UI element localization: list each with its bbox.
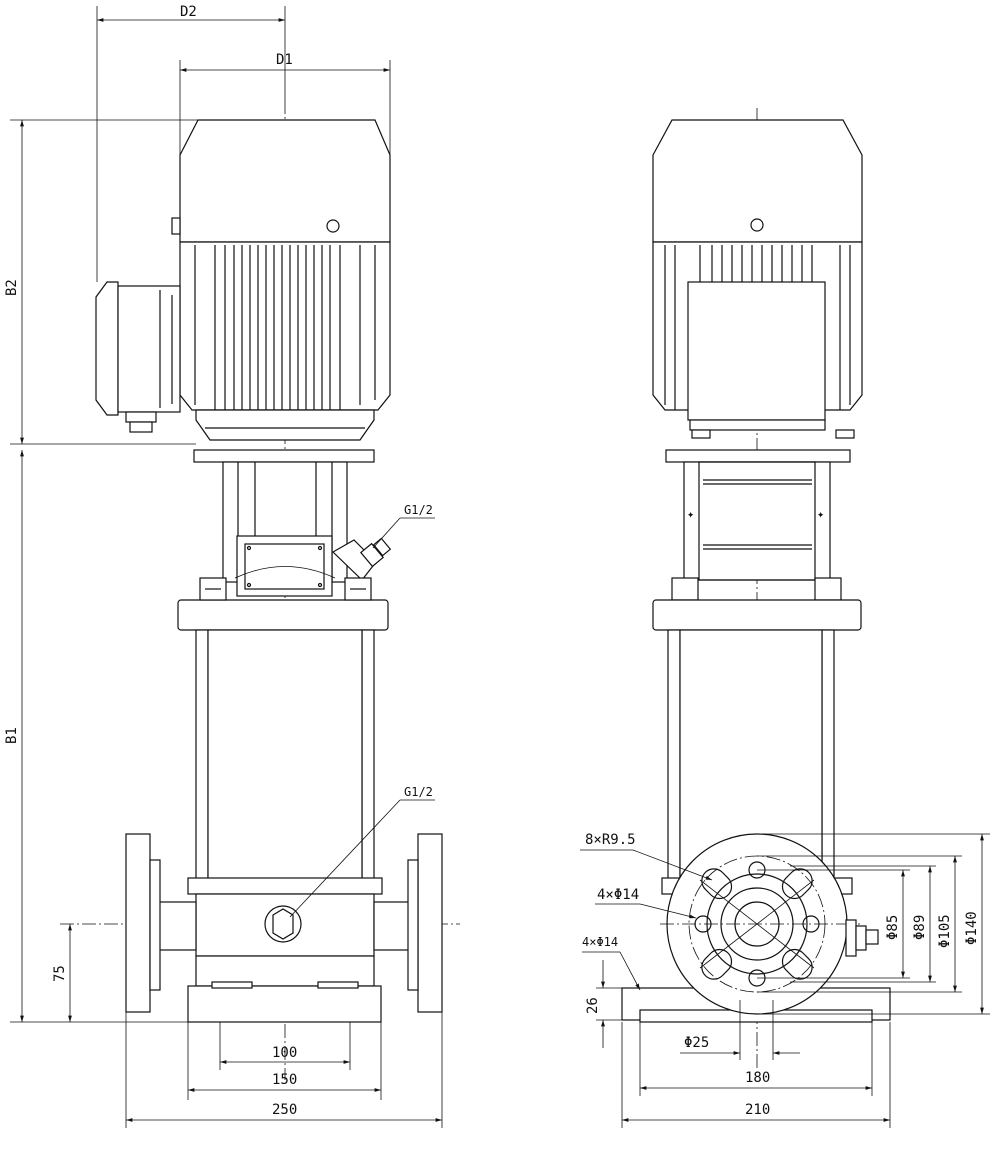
terminal-box xyxy=(95,281,119,416)
top-flange xyxy=(177,599,389,631)
label-g-bottom: G1/2 xyxy=(404,785,433,799)
svg-text:✦: ✦ xyxy=(817,507,824,521)
label-r-slots: 8×R9.5 xyxy=(585,832,636,848)
motor-stool-flange xyxy=(193,449,375,463)
dim-250: 250 xyxy=(272,1102,297,1118)
dim-b1: B1 xyxy=(4,727,20,744)
dim-75: 75 xyxy=(52,965,68,982)
outlet-flange xyxy=(417,833,443,1013)
dim-180: 180 xyxy=(745,1070,770,1086)
dim-26: 26 xyxy=(585,997,601,1014)
inlet-flange xyxy=(125,833,151,1013)
side-terminal-box xyxy=(687,281,826,421)
pump-sleeve xyxy=(207,629,363,881)
label-holes-base: 4×Φ14 xyxy=(582,935,618,949)
side-motor-fins xyxy=(664,245,851,410)
drain-plug xyxy=(264,905,302,943)
side-motor-fan-cover xyxy=(652,119,863,243)
dim-phi85: Φ85 xyxy=(885,915,901,940)
dim-d1: D1 xyxy=(276,52,293,68)
dim-150: 150 xyxy=(272,1072,297,1088)
front-view: G1/2 G1/2 D2 xyxy=(4,4,460,1128)
side-view: ✦ ✦ xyxy=(580,108,990,1128)
dim-phi25: Φ25 xyxy=(684,1035,709,1051)
dim-b2: B2 xyxy=(4,279,20,296)
dim-phi140: Φ140 xyxy=(964,911,980,945)
side-lantern xyxy=(683,461,831,581)
nameplate xyxy=(236,535,333,597)
dim-100: 100 xyxy=(272,1045,297,1061)
dim-210: 210 xyxy=(745,1102,770,1118)
label-g-top: G1/2 xyxy=(404,503,433,517)
motor-fan-cover xyxy=(179,119,391,243)
motor-fins xyxy=(194,245,376,410)
side-top-flange xyxy=(652,599,862,631)
lifting-eye xyxy=(326,219,340,233)
dim-phi89: Φ89 xyxy=(912,915,928,940)
label-holes-flange: 4×Φ14 xyxy=(597,887,639,903)
svg-text:✦: ✦ xyxy=(687,507,694,521)
dim-d2: D2 xyxy=(180,4,197,20)
motor-body xyxy=(179,241,391,411)
dim-phi105: Φ105 xyxy=(937,914,953,948)
inlet-flange-face xyxy=(660,833,860,1015)
